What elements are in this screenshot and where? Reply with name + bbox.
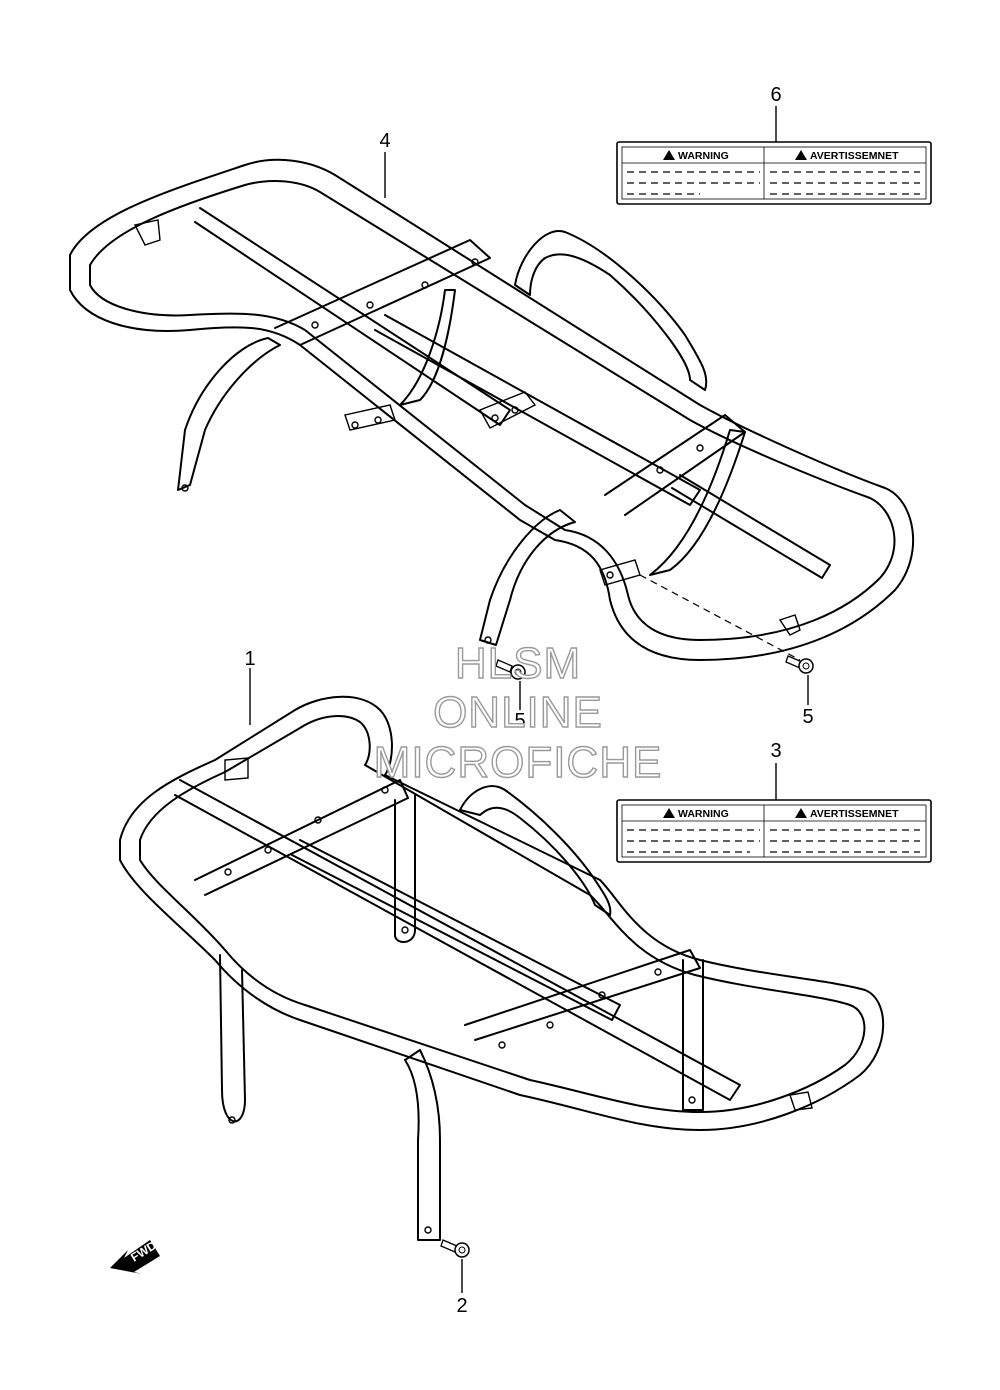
bolt-part-5-right[interactable] <box>785 655 814 674</box>
warning-label-part-6[interactable]: WARNING AVERTISSEMNET <box>616 141 932 205</box>
part-number-4: 4 <box>379 130 390 152</box>
part-number-1: 1 <box>244 648 255 670</box>
rear-carrier-part-4[interactable] <box>69 158 915 661</box>
warning-triangle-icon <box>795 808 807 818</box>
warning-triangle-icon <box>795 150 807 160</box>
warning-label-text: WARNING <box>678 808 729 820</box>
forward-arrow-icon: FWD <box>110 1238 160 1274</box>
front-carrier-part-1[interactable] <box>119 695 885 1241</box>
warning-label-part-3[interactable]: WARNING AVERTISSEMNET <box>616 799 932 863</box>
part-number-6: 6 <box>770 84 781 106</box>
bolt-part-2[interactable] <box>440 1239 470 1258</box>
bolt-part-5-left[interactable] <box>495 659 526 680</box>
avertissement-label-text: AVERTISSEMNET <box>810 150 899 162</box>
part-number-5-left: 5 <box>514 710 525 732</box>
leader-lines <box>249 106 809 1293</box>
watermark-line-3: MICROFICHE <box>374 738 663 787</box>
avertissement-label-text: AVERTISSEMNET <box>810 808 899 820</box>
part-number-3: 3 <box>770 740 781 762</box>
watermark-line-2: ONLINE <box>433 688 603 737</box>
watermark-line-1: HLSM <box>455 639 581 688</box>
watermark: HLSM ONLINE MICROFICHE <box>373 638 663 787</box>
part-number-5-right: 5 <box>802 706 813 728</box>
warning-triangle-icon <box>663 808 675 818</box>
warning-triangle-icon <box>663 150 675 160</box>
part-number-2: 2 <box>456 1295 467 1317</box>
warning-label-text: WARNING <box>678 150 729 162</box>
